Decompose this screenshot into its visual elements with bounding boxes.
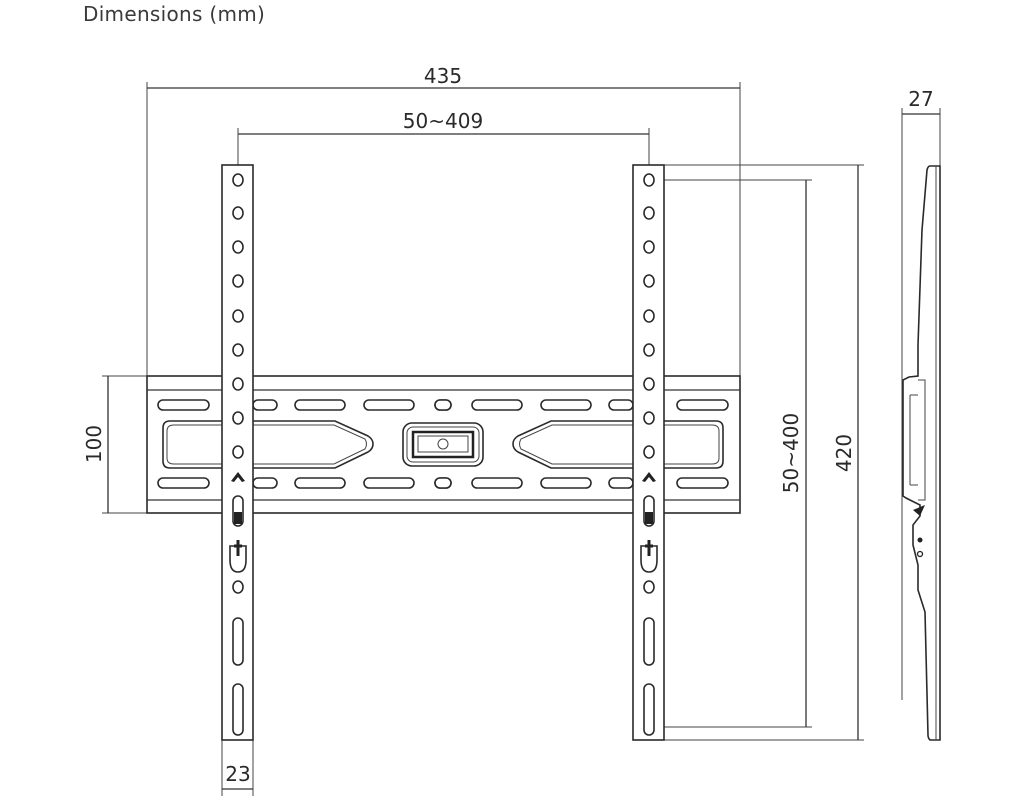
rail-long-slot <box>643 617 655 666</box>
plate-slot <box>676 399 729 411</box>
vesa-vertical-label: 50~400 <box>779 413 803 493</box>
plate-slot <box>540 477 592 489</box>
plate-slot <box>157 477 210 489</box>
rail-long-slot <box>232 617 244 666</box>
rail-hole <box>643 411 655 425</box>
plate-slot <box>157 399 210 411</box>
depth-label: 27 <box>908 87 933 111</box>
plate-slot <box>540 399 592 411</box>
rail-hole <box>232 173 244 187</box>
rail-long-slot <box>232 683 244 736</box>
plate-slot <box>608 477 634 489</box>
rail-hole <box>232 206 244 220</box>
rail-hole <box>643 445 655 459</box>
up-arrow-icon <box>231 472 245 482</box>
vertical-rails <box>221 164 665 741</box>
rail-hole <box>232 411 244 425</box>
rail-width-label: 23 <box>225 762 250 786</box>
plate-slot <box>471 477 523 489</box>
plate-slot <box>252 477 278 489</box>
rail-hole <box>232 274 244 288</box>
dimension-overall-height: 420 <box>664 164 864 741</box>
rail-hole <box>232 377 244 391</box>
rail-hole <box>232 445 244 459</box>
rail-hole <box>232 580 244 594</box>
plate-height-label: 100 <box>82 425 106 463</box>
screw-icon <box>234 540 242 556</box>
dimension-rail-width: 23 <box>221 740 254 796</box>
rail-hole <box>643 206 655 220</box>
safety-hook <box>640 545 658 573</box>
plate-slot <box>294 399 346 411</box>
rail-hole <box>643 309 655 323</box>
plate-slot <box>363 399 415 411</box>
overall-height-label: 420 <box>832 434 856 472</box>
plate-slot <box>676 477 729 489</box>
rail <box>221 164 254 741</box>
rail <box>632 164 665 741</box>
plate-slot <box>434 399 452 411</box>
plate-slot <box>252 399 278 411</box>
rail-hole <box>643 240 655 254</box>
rail-hole <box>643 274 655 288</box>
rail-hole <box>643 343 655 357</box>
diagram-title: Dimensions (mm) <box>83 2 266 26</box>
dimension-plate-height: 100 <box>82 375 147 514</box>
left-cutout <box>162 420 374 469</box>
plate-slot <box>294 477 346 489</box>
rail-hole <box>643 377 655 391</box>
rail-hole <box>232 240 244 254</box>
dimension-vesa-vertical: 50~400 <box>649 179 812 728</box>
up-arrow-icon <box>642 472 656 482</box>
overall-width-label: 435 <box>424 64 462 88</box>
plate-slot <box>471 399 523 411</box>
rail-slot-fill <box>645 512 653 524</box>
right-cutout <box>512 420 724 469</box>
plate-slot <box>608 399 634 411</box>
rail-hole <box>232 309 244 323</box>
rail-hole <box>643 580 655 594</box>
side-profile <box>902 165 941 741</box>
screw-icon <box>645 540 653 556</box>
plate-slot <box>434 477 452 489</box>
safety-hook <box>229 545 247 573</box>
dimension-vesa-horizontal: 50~409 <box>237 109 650 172</box>
rail-slot-fill <box>234 512 242 524</box>
dimension-overall-width: 435 <box>146 64 741 376</box>
rail-hole <box>643 173 655 187</box>
plate-slot <box>363 477 415 489</box>
rail-hole <box>232 343 244 357</box>
rail-long-slot <box>643 683 655 736</box>
vesa-horizontal-label: 50~409 <box>403 109 483 133</box>
